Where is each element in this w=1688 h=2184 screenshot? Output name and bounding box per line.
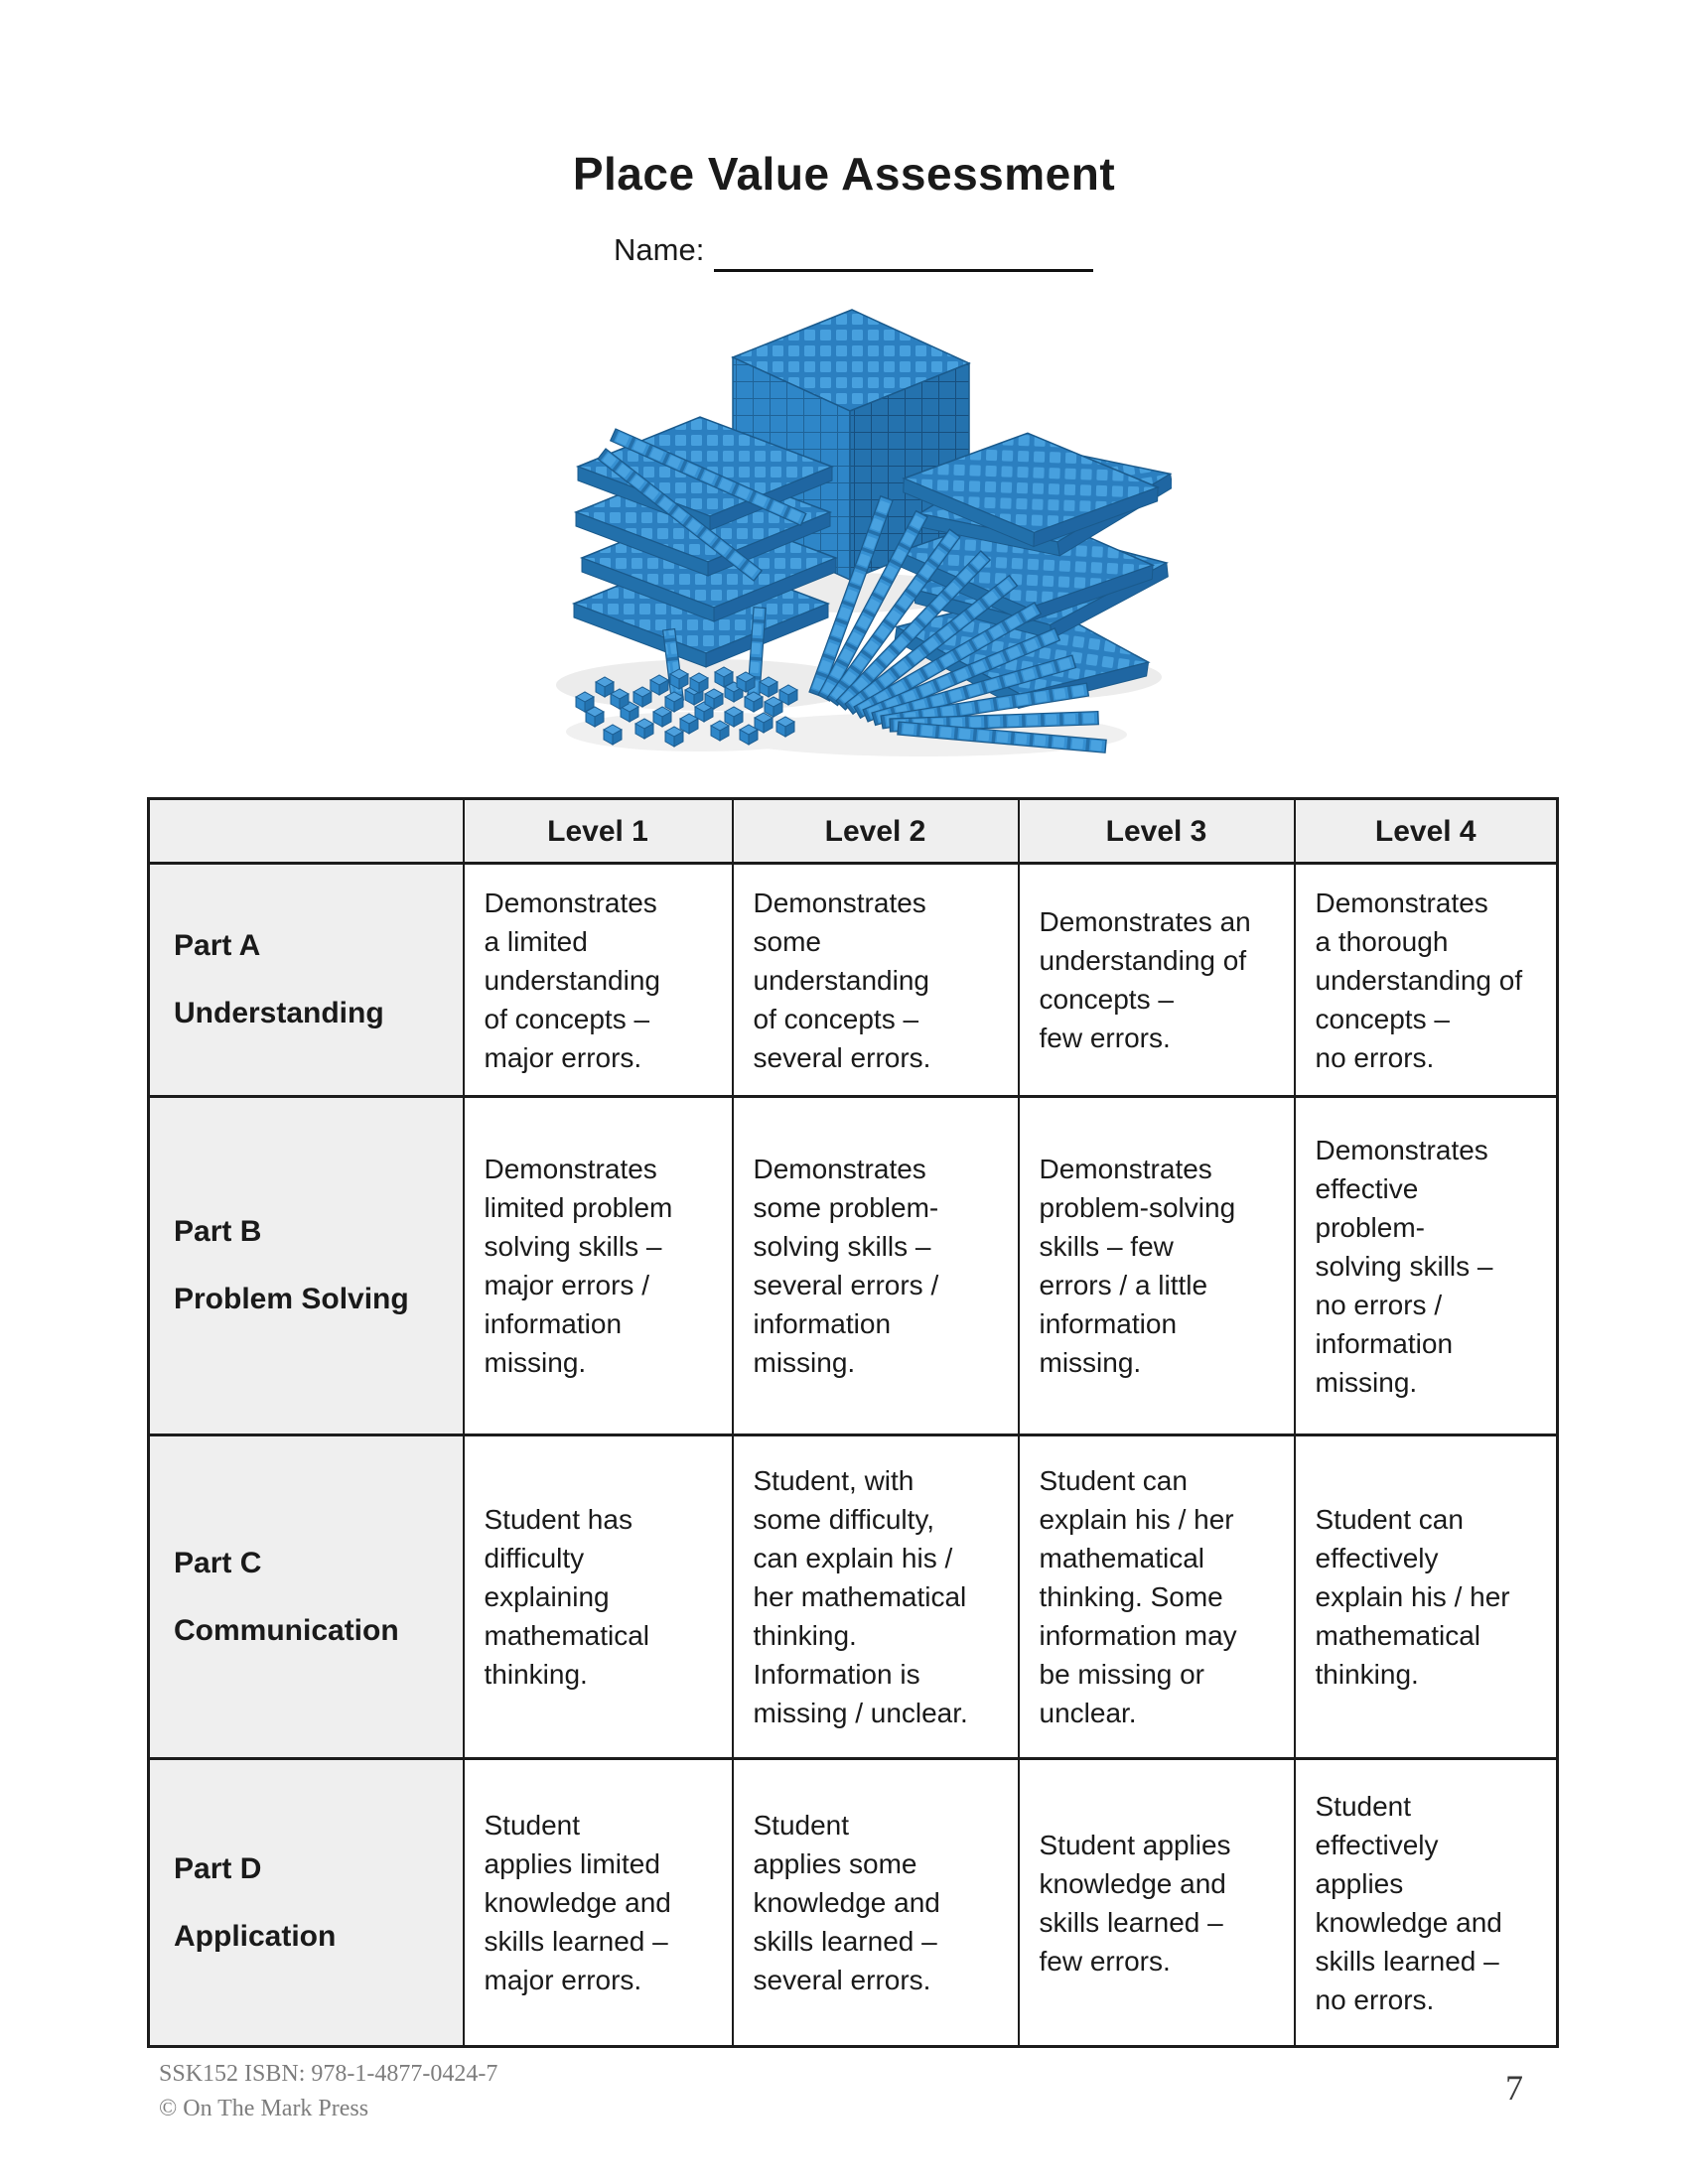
cell-b-level-4: Demonstrates effective problem- solving …	[1293, 1095, 1559, 1436]
page-number: 7	[1505, 2068, 1523, 2108]
footer-isbn: SSK152 ISBN: 978-1-4877-0424-7	[159, 2061, 498, 2087]
rubric-table: Level 1 Level 2 Level 3 Level 4 Part A U…	[147, 797, 1559, 2048]
name-row: Name:	[614, 232, 1094, 272]
part-category: Communication	[174, 1613, 399, 1647]
cell-c-level-1: Student has difficulty explaining mathem…	[462, 1433, 734, 1760]
table-row-part-c: Part C Communication Student has difficu…	[147, 1433, 1559, 1760]
corner-cell	[147, 797, 465, 865]
header-level-4: Level 4	[1293, 797, 1559, 865]
part-c-label-cell: Part C Communication	[147, 1433, 465, 1760]
cell-b-level-1: Demonstrates limited problem solving ski…	[462, 1095, 734, 1436]
cell-a-level-1: Demonstrates a limited understanding of …	[462, 862, 734, 1098]
header-row: Level 1 Level 2 Level 3 Level 4	[147, 797, 1559, 865]
table-row-part-b: Part B Problem Solving Demonstrates limi…	[147, 1095, 1559, 1436]
cell-d-level-2: Student applies some knowledge and skill…	[731, 1757, 1020, 2048]
header-level-1: Level 1	[462, 797, 734, 865]
part-name: Part C	[174, 1546, 262, 1579]
cell-c-level-2: Student, with some difficulty, can expla…	[731, 1433, 1020, 1760]
part-name: Part A	[174, 929, 261, 962]
part-category: Application	[174, 1919, 337, 1953]
cell-a-level-4: Demonstrates a thorough understanding of…	[1293, 862, 1559, 1098]
part-b-label-cell: Part B Problem Solving	[147, 1095, 465, 1436]
name-label: Name:	[614, 232, 705, 267]
table-row-part-d: Part D Application Student applies limit…	[147, 1757, 1559, 2048]
cell-b-level-3: Demonstrates problem-solving skills – fe…	[1017, 1095, 1296, 1436]
part-category: Understanding	[174, 997, 384, 1029]
cell-d-level-4: Student effectively applies knowledge an…	[1293, 1757, 1559, 2048]
footer-credits: SSK152 ISBN: 978-1-4877-0424-7 © On The …	[159, 2057, 497, 2126]
name-blank-line	[714, 235, 1094, 272]
cell-a-level-3: Demonstrates an understanding of concept…	[1017, 862, 1296, 1098]
cell-d-level-1: Student applies limited knowledge and sk…	[462, 1757, 734, 2048]
place-value-blocks-image	[516, 280, 1182, 776]
table-row-part-a: Part A Understanding Demonstrates a limi…	[147, 862, 1559, 1098]
cell-c-level-3: Student can explain his / her mathematic…	[1017, 1433, 1296, 1760]
footer-copyright: © On The Mark Press	[159, 2096, 369, 2121]
cell-d-level-3: Student applies knowledge and skills lea…	[1017, 1757, 1296, 2048]
page-title: Place Value Assessment	[572, 148, 1116, 200]
header-level-3: Level 3	[1017, 797, 1296, 865]
cell-b-level-2: Demonstrates some problem- solving skill…	[731, 1095, 1020, 1436]
cell-c-level-4: Student can effectively explain his / he…	[1293, 1433, 1559, 1760]
part-name: Part B	[174, 1215, 262, 1248]
cell-a-level-2: Demonstrates some understanding of conce…	[731, 862, 1020, 1098]
part-name: Part D	[174, 1851, 262, 1885]
part-category: Problem Solving	[174, 1283, 409, 1315]
part-a-label-cell: Part A Understanding	[147, 862, 465, 1098]
header-level-2: Level 2	[731, 797, 1020, 865]
part-d-label-cell: Part D Application	[147, 1757, 465, 2048]
